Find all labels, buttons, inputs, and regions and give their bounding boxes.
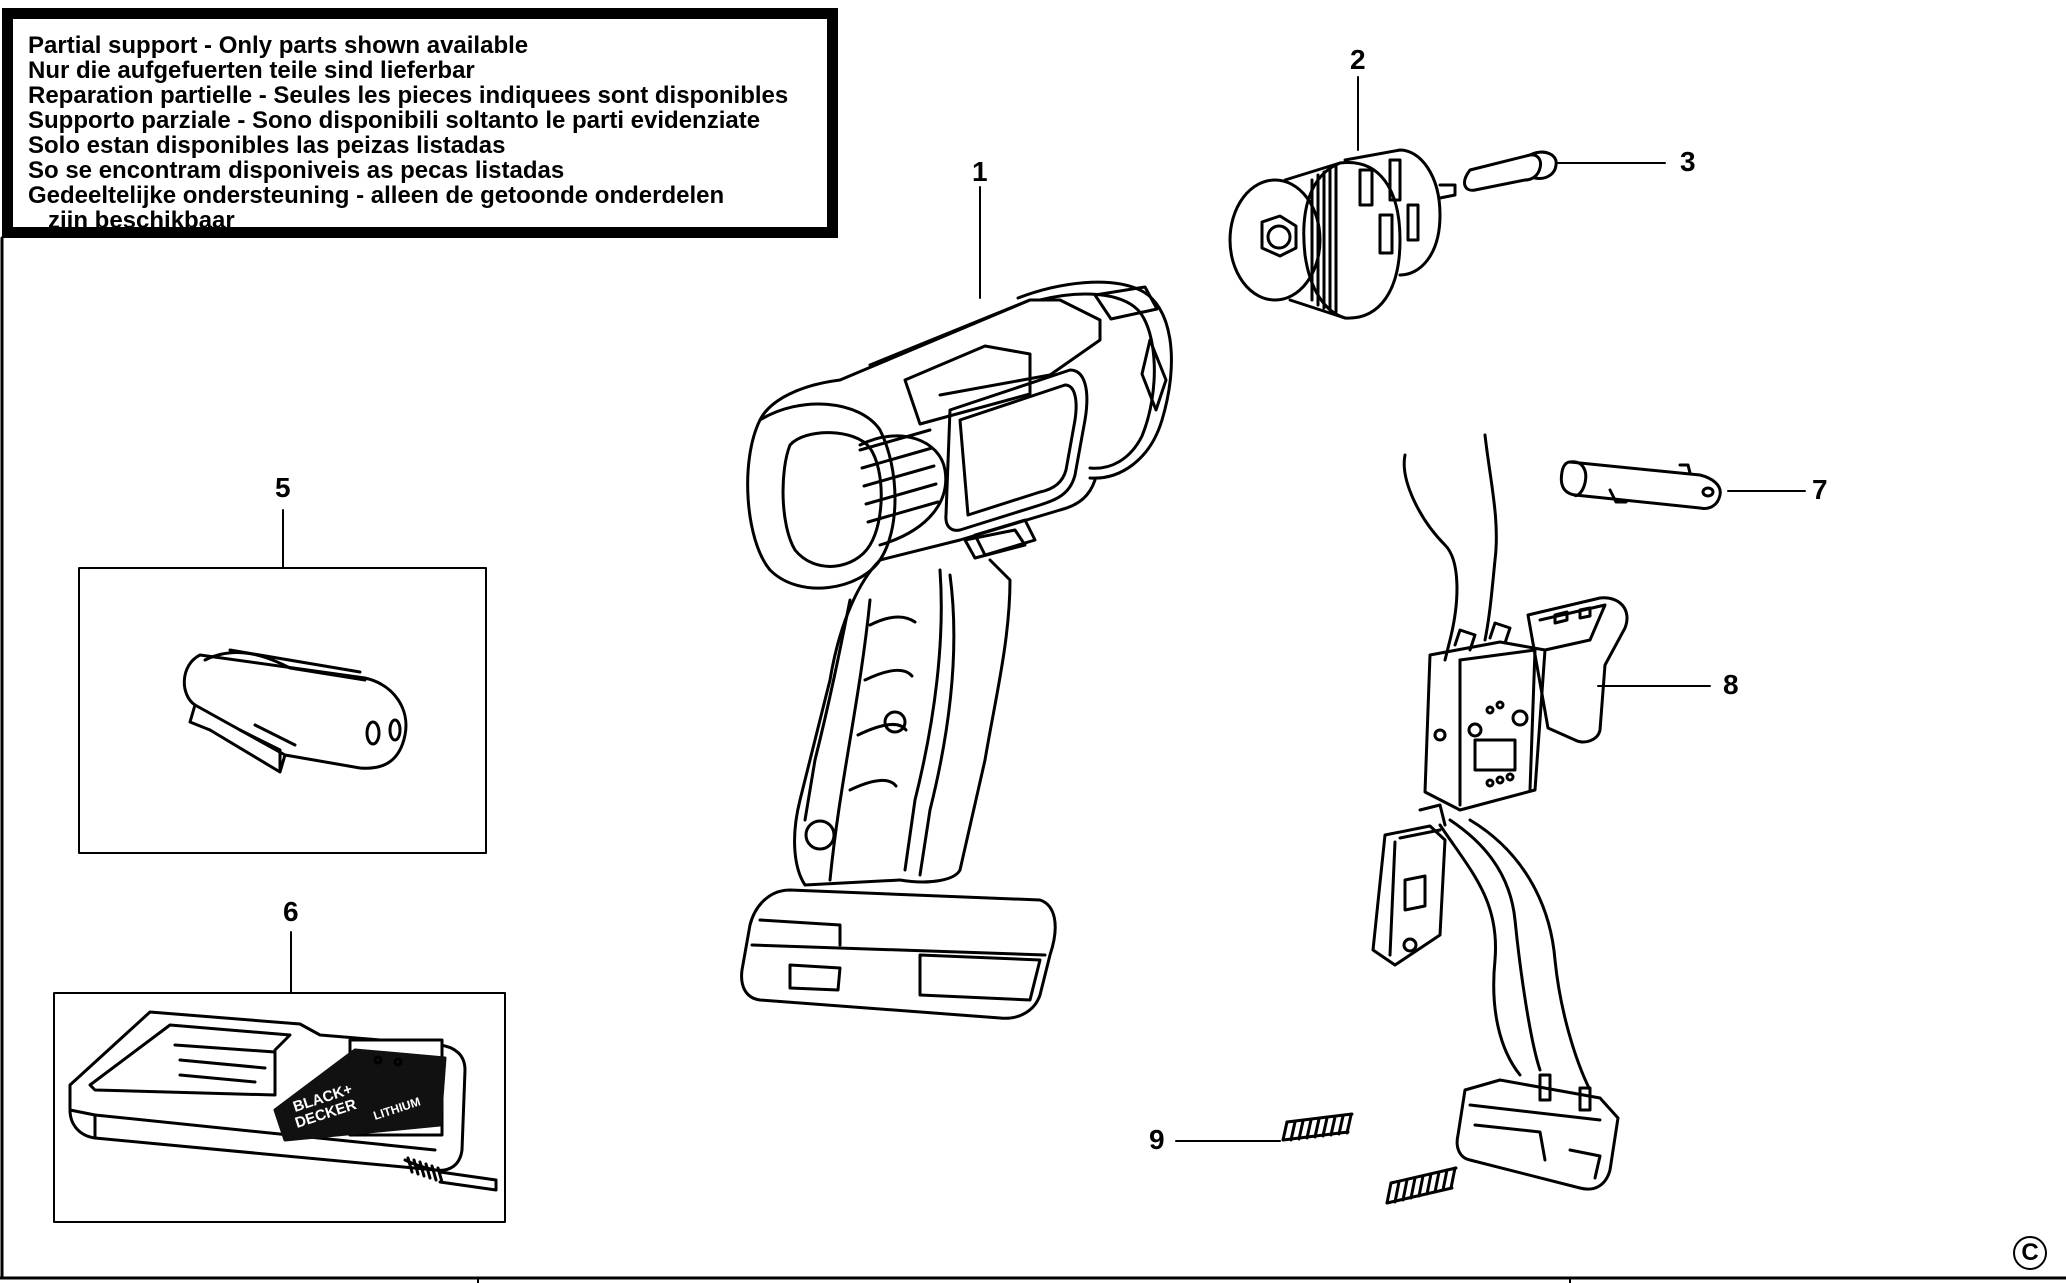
switch-assembly-part-8 — [1371, 433, 1629, 1191]
chuck-screw-part-3 — [1463, 150, 1558, 192]
notice-line-nl: Gedeeltelijke ondersteuning - alleen de … — [28, 182, 725, 209]
callout-3: 3 — [1680, 146, 1696, 177]
callout-2: 2 — [1350, 44, 1366, 75]
charger-part-6: BLACK+ DECKER LITHIUM — [53, 992, 506, 1223]
callout-8: 8 — [1723, 669, 1739, 700]
chuck-part-2 — [1228, 148, 1457, 320]
springs-part-9 — [1281, 1112, 1458, 1205]
page-frame — [0, 236, 2066, 1283]
notice-line-it: Supporto parziale - Sono disponibili sol… — [28, 107, 761, 134]
callout-9: 9 — [1149, 1124, 1165, 1155]
callout-5: 5 — [275, 472, 291, 503]
callout-1: 1 — [972, 156, 988, 187]
copyright-mark: C — [2013, 1236, 2047, 1270]
callout-6: 6 — [283, 896, 299, 927]
drill-body-part-1 — [740, 280, 1173, 1020]
notice-line-es: Solo estan disponibles las peizas listad… — [28, 132, 506, 159]
notice-line-en: Partial support - Only parts shown avail… — [28, 32, 529, 59]
notice-line-pt: So se encontram disponiveis as pecas lis… — [28, 157, 565, 184]
notice-line-fr: Reparation partielle - Seules les pieces… — [28, 82, 789, 109]
callout-7: 7 — [1812, 474, 1828, 505]
notice-line-nl-cont: zijn beschikbaar — [48, 207, 235, 234]
notice-line-de: Nur die aufgefuerten teile sind lieferba… — [28, 57, 475, 84]
parts-availability-notice: Partial support - Only parts shown avail… — [2, 8, 838, 238]
slider-part-7 — [1559, 460, 1722, 510]
battery-part-5 — [78, 567, 487, 854]
leader-lines — [282, 76, 1806, 1142]
